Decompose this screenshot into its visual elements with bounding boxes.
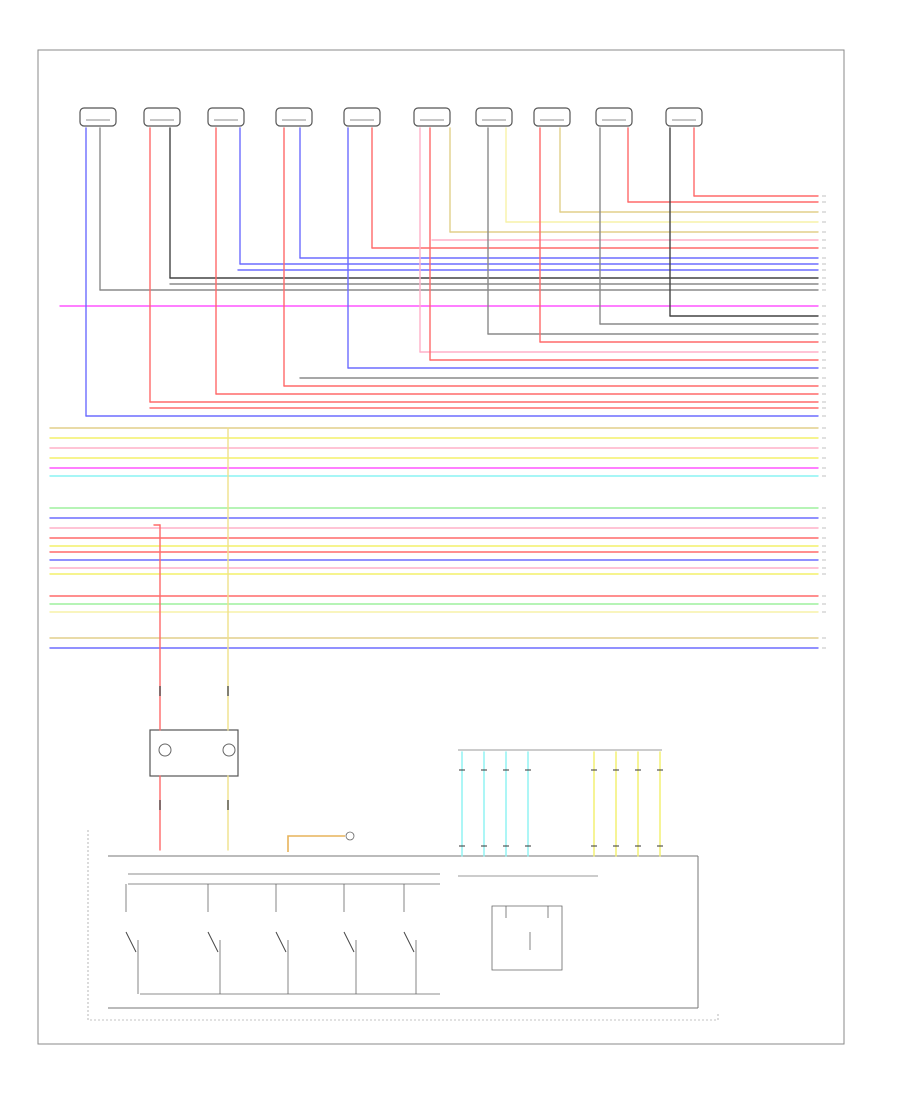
switch-3 [275,884,289,994]
switch-5 [403,884,417,994]
component-c2 [143,107,181,127]
lower-control-unit [87,830,719,1021]
component-c6 [413,107,451,127]
relay-symbol [491,905,563,971]
switch-group [125,884,417,994]
component-c4 [275,107,313,127]
connector-body [475,107,513,127]
top-components [79,107,703,127]
connector-body [79,107,117,127]
switch-2 [207,884,221,994]
component-c7 [475,107,513,127]
component-c9 [595,107,633,127]
component-drops [85,127,695,526]
bus-wires [49,195,826,649]
connector-body [595,107,633,127]
switch-1 [125,884,139,994]
mid-module [149,729,239,777]
component-c5 [343,107,381,127]
right-connector [458,749,663,877]
connector-body [343,107,381,127]
connector-body [665,107,703,127]
connector-ticks [159,686,229,810]
component-c10 [665,107,703,127]
small-sensor [287,831,355,852]
connector-body [275,107,313,127]
connector-body [143,107,181,127]
diagram-frame [37,49,845,1045]
connector-body [413,107,451,127]
connector-body [533,107,571,127]
component-c1 [79,107,117,127]
switch-4 [343,884,357,994]
component-c8 [533,107,571,127]
connector-body [207,107,245,127]
component-c3 [207,107,245,127]
